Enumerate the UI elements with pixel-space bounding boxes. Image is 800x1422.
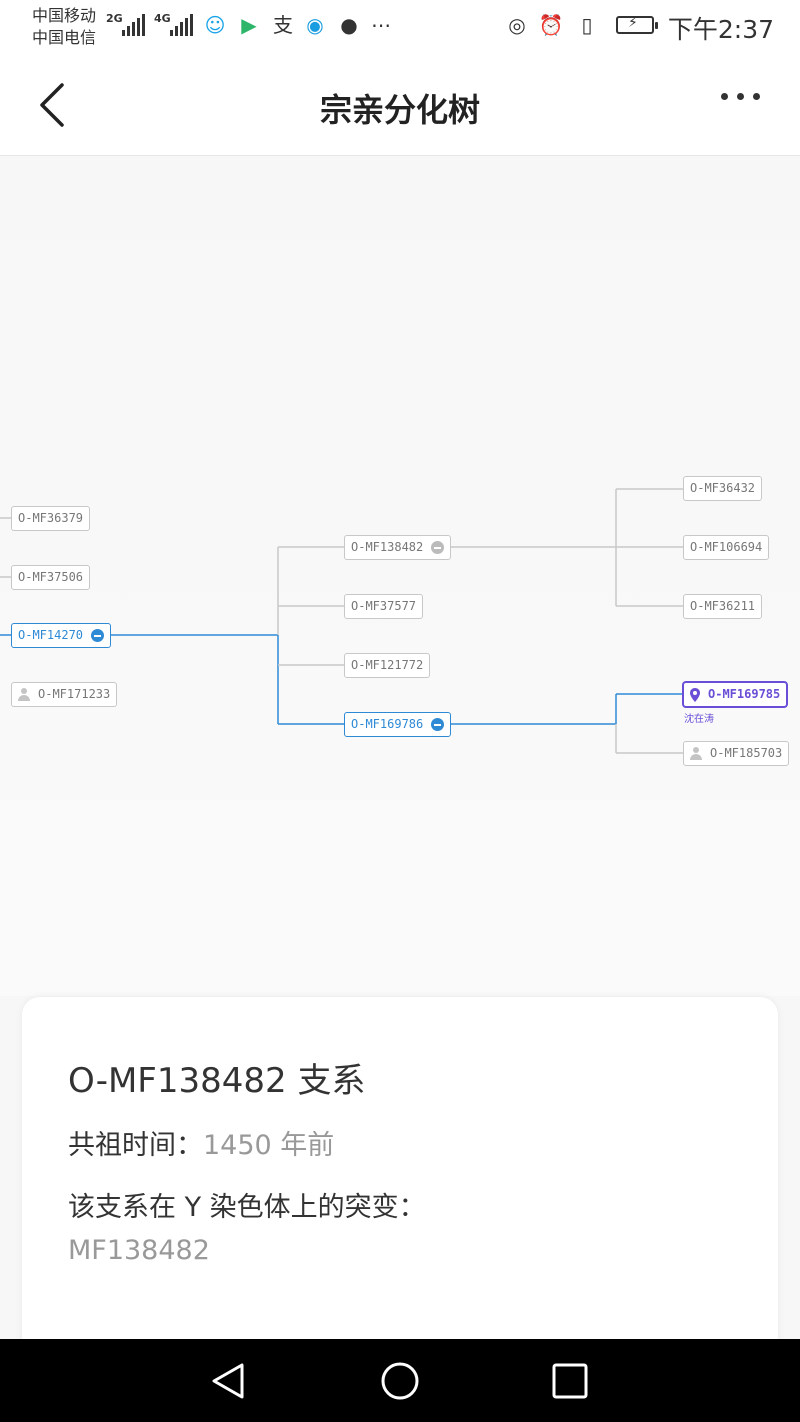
signal-bars-1 [122,14,145,36]
tree-node[interactable]: O-MF121772 [344,653,431,678]
node-label: O-MF121772 [351,658,424,672]
lineage-tree[interactable]: O-MF36379 O-MF37506 O-MF14270 O-MF171233… [0,156,800,996]
time-label: 共祖时间： [68,1130,203,1161]
video-app-icon: ▶ [241,13,257,37]
collapse-icon[interactable] [91,629,105,642]
eye-icon: ◎ [508,13,526,37]
more-icon: ⋯ [371,13,391,37]
vibrate-icon: ▯ [581,13,593,37]
node-label: O-MF37506 [18,570,84,584]
node-label: O-MF37577 [351,599,417,613]
clock: 下午2:37 [667,15,774,44]
alarm-icon: ⏰ [538,13,564,37]
common-ancestor-time: 共祖时间：1450 年前 [68,1123,334,1162]
node-label: O-MF185703 [710,746,783,760]
node-label: O-MF36211 [690,599,756,613]
system-navigation-bar [0,1339,800,1422]
node-label: O-MF106694 [690,540,763,554]
tree-node[interactable]: O-MF138482 [344,535,452,560]
collapse-icon[interactable] [431,541,445,554]
tree-node[interactable]: O-MF36432 [683,476,763,501]
branch-title: O-MF138482 支系 [68,1061,366,1101]
tree-node[interactable]: O-MF171233 [11,682,118,707]
back-triangle-icon[interactable] [206,1359,250,1403]
navigation-bar: 宗亲分化树 [0,55,800,156]
node-label: O-MF36432 [690,481,756,495]
mutation-value: MF138482 [68,1235,210,1266]
node-label: O-MF14270 [18,628,84,642]
tree-node[interactable]: O-MF106694 [683,535,770,560]
media-app-icon: ◉ [306,13,324,37]
tree-node[interactable]: O-MF185703 [683,741,790,766]
chevron-left-icon[interactable] [38,83,78,127]
person-icon [690,747,702,760]
shield-app-icon: ● [340,13,358,37]
network-type-2: 4G [154,12,171,25]
alipay-icon: 支 [273,13,293,37]
tree-node-active-path[interactable]: O-MF14270 [11,623,112,648]
time-value: 1450 年前 [203,1130,335,1161]
recents-square-icon[interactable] [548,1359,592,1403]
carrier-1: 中国移动 [32,6,97,25]
node-label: O-MF169785 [708,687,781,701]
more-horizontal-icon[interactable] [721,93,760,100]
person-icon [18,688,30,701]
tree-node-selected[interactable]: O-MF169785 [682,681,789,708]
tree-node[interactable]: O-MF36379 [11,506,91,531]
tree-connectors [0,488,683,754]
node-label: O-MF171233 [38,687,111,701]
node-label: O-MF138482 [351,540,424,554]
carrier-2: 中国电信 [32,28,97,47]
tree-node-active-path[interactable]: O-MF169786 [344,712,452,737]
node-label: O-MF169786 [351,717,424,731]
tree-node[interactable]: O-MF37506 [11,565,91,590]
tree-node[interactable]: O-MF36211 [683,594,763,619]
mutation-label: 该支系在 Y 染色体上的突变： [68,1192,426,1223]
signal-bars-2 [170,14,193,36]
carrier-labels: 中国移动 中国电信 [32,5,96,49]
status-bar: 中国移动 中国电信 2G 4G ☺ ▶ 支 ◉ ● ⋯ ◎ ⏰ ▯ ⚡ 下午2:… [0,0,800,55]
location-pin-icon [690,687,700,702]
node-person-name: 沈在涛 [684,714,714,725]
qq-icon: ☺ [204,13,226,37]
page-title: 宗亲分化树 [319,91,480,129]
collapse-icon[interactable] [431,718,445,731]
branch-info-card: O-MF138482 支系 共祖时间：1450 年前 该支系在 Y 染色体上的突… [22,997,778,1377]
tree-node[interactable]: O-MF37577 [344,594,424,619]
battery-charging-icon: ⚡ [616,15,658,34]
home-circle-icon[interactable] [378,1359,422,1403]
network-type-1: 2G [106,12,123,25]
node-label: O-MF36379 [18,511,84,525]
